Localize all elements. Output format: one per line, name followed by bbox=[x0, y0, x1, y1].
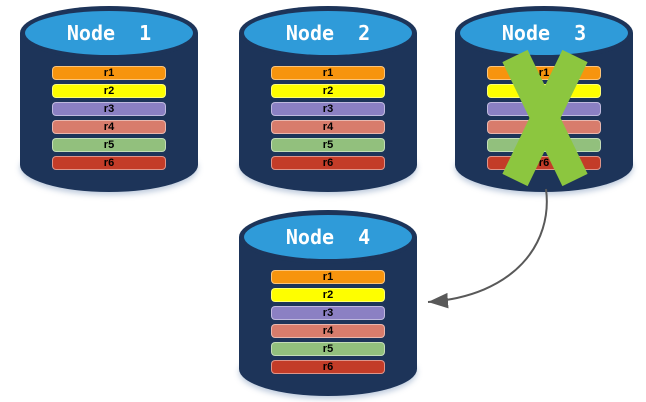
cylinder-top-face: Node 4 bbox=[244, 215, 412, 259]
row-r6: r6 bbox=[271, 360, 385, 374]
node-4: Node 4 r1 r2 r3 r4 r5 r6 bbox=[239, 210, 417, 396]
row-label: r6 bbox=[322, 361, 334, 373]
row-label: r1 bbox=[322, 67, 334, 79]
row-r2: r2 bbox=[52, 84, 166, 98]
row-r4: r4 bbox=[52, 120, 166, 134]
node-label: Node 4 bbox=[285, 225, 371, 249]
failure-x-icon bbox=[502, 49, 588, 187]
node-label: Node 2 bbox=[285, 21, 371, 45]
row-label: r6 bbox=[538, 157, 550, 169]
row-label: r1 bbox=[103, 67, 115, 79]
row-label: r1 bbox=[538, 67, 550, 79]
row-r2: r2 bbox=[271, 84, 385, 98]
cylinder-top-face: Node 2 bbox=[244, 11, 412, 55]
row-stack: r1 r2 r3 r4 r5 r6 bbox=[52, 66, 166, 170]
row-label: r5 bbox=[322, 139, 334, 151]
row-r4: r4 bbox=[271, 324, 385, 338]
row-r1: r1 bbox=[271, 270, 385, 284]
row-r5: r5 bbox=[52, 138, 166, 152]
row-label: r3 bbox=[103, 103, 115, 115]
row-label: r4 bbox=[103, 121, 115, 133]
cylinder-top-face: Node 3 bbox=[460, 11, 628, 55]
row-r5: r5 bbox=[271, 342, 385, 356]
row-r6: r6 bbox=[271, 156, 385, 170]
row-label: r4 bbox=[322, 325, 334, 337]
node-label: Node 1 bbox=[66, 21, 152, 45]
node-2: Node 2 r1 r2 r3 r4 r5 r6 bbox=[239, 6, 417, 192]
row-label: r3 bbox=[322, 307, 334, 319]
cylinder-top-face: Node 1 bbox=[25, 11, 193, 55]
row-label: r6 bbox=[103, 157, 115, 169]
row-label: r2 bbox=[322, 85, 334, 97]
node-1: Node 1 r1 r2 r3 r4 r5 r6 bbox=[20, 6, 198, 192]
row-r1: r1 bbox=[271, 66, 385, 80]
row-r2: r2 bbox=[271, 288, 385, 302]
row-label: r5 bbox=[103, 139, 115, 151]
row-r3: r3 bbox=[271, 306, 385, 320]
row-label: r2 bbox=[322, 289, 334, 301]
row-label: r2 bbox=[103, 85, 115, 97]
node-label: Node 3 bbox=[501, 21, 587, 45]
row-label: r6 bbox=[322, 157, 334, 169]
row-r4: r4 bbox=[271, 120, 385, 134]
row-label: r3 bbox=[322, 103, 334, 115]
row-label: r1 bbox=[322, 271, 334, 283]
row-r3: r3 bbox=[52, 102, 166, 116]
row-label: r5 bbox=[322, 343, 334, 355]
row-stack: r1 r2 r3 r4 r5 r6 bbox=[271, 66, 385, 170]
row-r3: r3 bbox=[271, 102, 385, 116]
row-label: r4 bbox=[322, 121, 334, 133]
row-r1: r1 bbox=[52, 66, 166, 80]
row-r5: r5 bbox=[271, 138, 385, 152]
row-r6: r6 bbox=[52, 156, 166, 170]
row-stack: r1 r2 r3 r4 r5 r6 bbox=[271, 270, 385, 374]
